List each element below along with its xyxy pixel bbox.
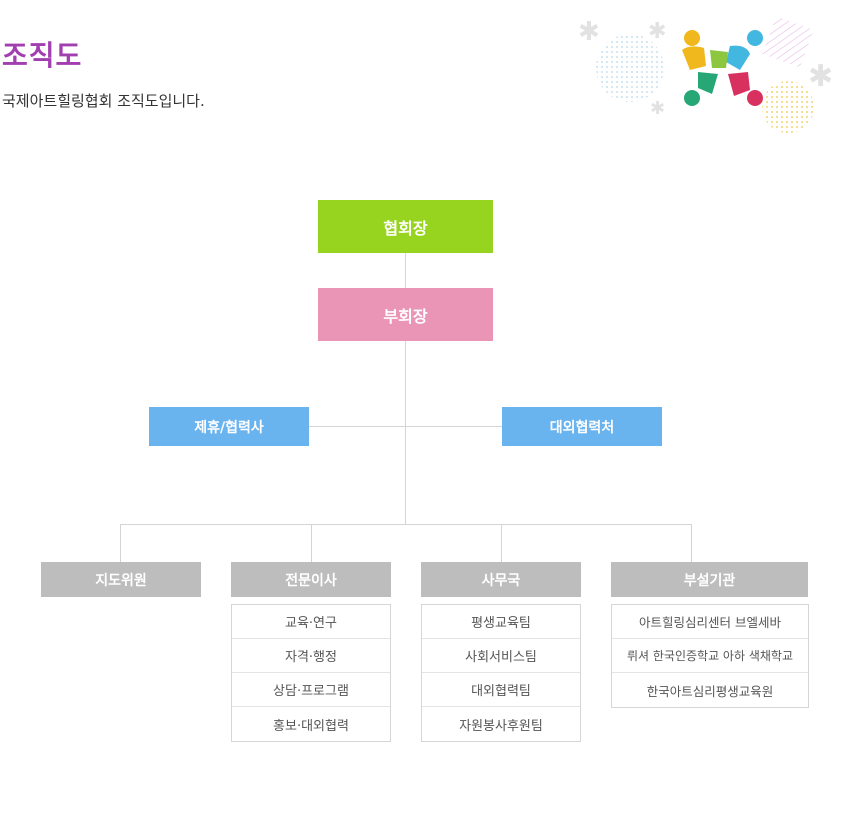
list-item: 한국아트심리평생교육원 <box>646 683 774 699</box>
decorative-people-illustration: ✱ ✱ ✱ ✱ <box>578 16 833 133</box>
dept-affiliates-list: 아트힐링심리센터 브엘세바 뤼셔 한국인증학교 아하 색채학교 한국아트심리평생… <box>611 604 809 708</box>
list-item: 사회서비스팀 <box>422 639 580 673</box>
svg-text:✱: ✱ <box>650 98 665 119</box>
list-item: 자격·행정 <box>232 639 390 673</box>
connector-line <box>309 426 502 427</box>
list-item: 대외협력팀 <box>422 673 580 707</box>
connector-line <box>501 524 502 562</box>
president-box: 협회장 <box>318 200 493 253</box>
dept-advisors-header: 지도위원 <box>41 562 201 597</box>
list-item: 자원봉사후원팀 <box>459 718 543 734</box>
list-item: 뤼셔 한국인증학교 아하 색채학교 <box>612 639 808 673</box>
vice-president-box: 부회장 <box>318 288 493 341</box>
list-item: 홍보·대외협력 <box>273 718 349 734</box>
list-item: 교육·연구 <box>232 605 390 639</box>
connector-line <box>120 524 692 525</box>
connector-line <box>120 524 121 562</box>
connector-line <box>691 524 692 562</box>
svg-text:✱: ✱ <box>808 59 833 94</box>
connector-line <box>311 524 312 562</box>
list-item: 아트힐링심리센터 브엘세바 <box>612 605 808 639</box>
dept-directors-header: 전문이사 <box>231 562 391 597</box>
list-item: 평생교육팀 <box>422 605 580 639</box>
page-title: 조직도 <box>2 39 83 72</box>
dept-secretariat-header: 사무국 <box>421 562 581 597</box>
svg-text:✱: ✱ <box>578 17 600 47</box>
dept-directors-list: 교육·연구 자격·행정 상담·프로그램 홍보·대외협력 <box>231 604 391 742</box>
external-affairs-box: 대외협력처 <box>502 407 662 446</box>
connector-line <box>405 341 406 525</box>
list-item: 상담·프로그램 <box>232 673 390 707</box>
partners-box: 제휴/협력사 <box>149 407 309 446</box>
dept-affiliates-header: 부설기관 <box>611 562 808 597</box>
svg-text:✱: ✱ <box>648 19 666 44</box>
dept-secretariat-list: 평생교육팀 사회서비스팀 대외협력팀 자원봉사후원팀 <box>421 604 581 742</box>
page-subtitle: 국제아트힐링협회 조직도입니다. <box>2 92 205 110</box>
connector-line <box>405 253 406 288</box>
